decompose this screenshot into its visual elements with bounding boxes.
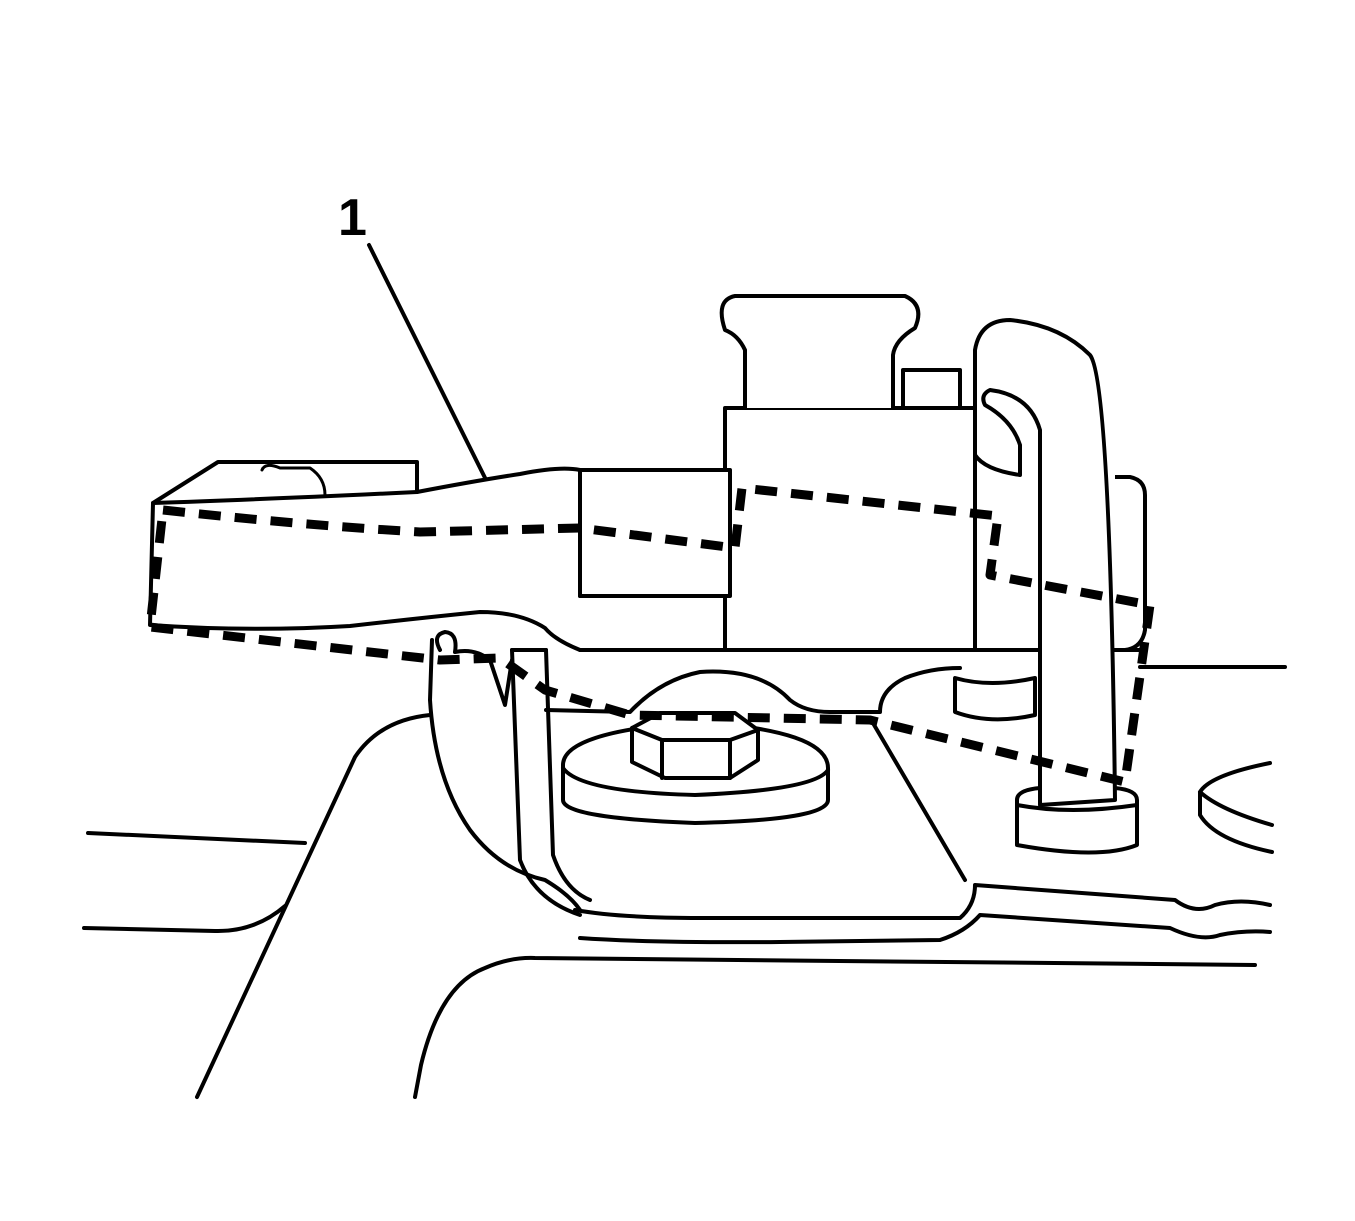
mounting-plate (544, 648, 1287, 714)
vertical-tube (953, 318, 1139, 855)
mounting-nut (561, 711, 830, 825)
base-structure (82, 638, 1272, 1099)
electrical-connector (719, 294, 1147, 652)
harness-routing-outline (145, 483, 1155, 787)
callout-label-1: 1 (338, 189, 367, 247)
wiring-harness (148, 460, 732, 652)
right-boss (1198, 761, 1274, 854)
